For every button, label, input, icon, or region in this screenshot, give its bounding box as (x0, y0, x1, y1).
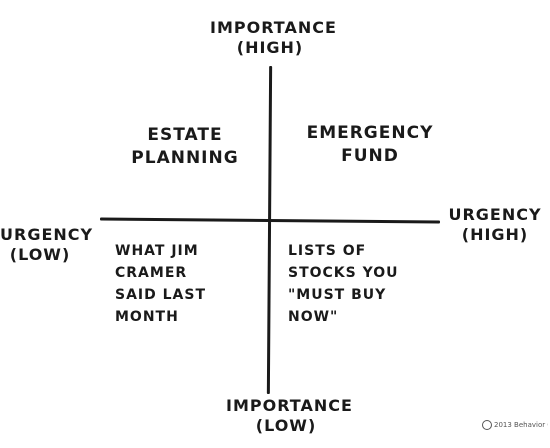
copyright-credit-text: 2013 Behavior Gap (494, 421, 548, 429)
quadrant-top-left-label: Estate Planning (131, 125, 239, 168)
axis-label-urgency-high: Urgency (High) (448, 205, 542, 244)
vertical-axis-importance (266, 65, 273, 395)
axis-label-importance-low: Importance (Low) (226, 396, 353, 435)
axis-label-importance-high: Importance (High) (210, 18, 337, 57)
quadrant-bottom-right-label: Lists of stocks you "must buy now" (288, 243, 399, 325)
quadrant-top-right-label: Emergency Fund (306, 123, 434, 166)
copyright-credit: 2013 Behavior Gap (482, 420, 548, 430)
creative-commons-icon (482, 420, 492, 430)
axis-label-urgency-low: Urgency (Low) (0, 225, 94, 264)
quadrant-bottom-left-label: What Jim Cramer said last month (115, 243, 207, 325)
